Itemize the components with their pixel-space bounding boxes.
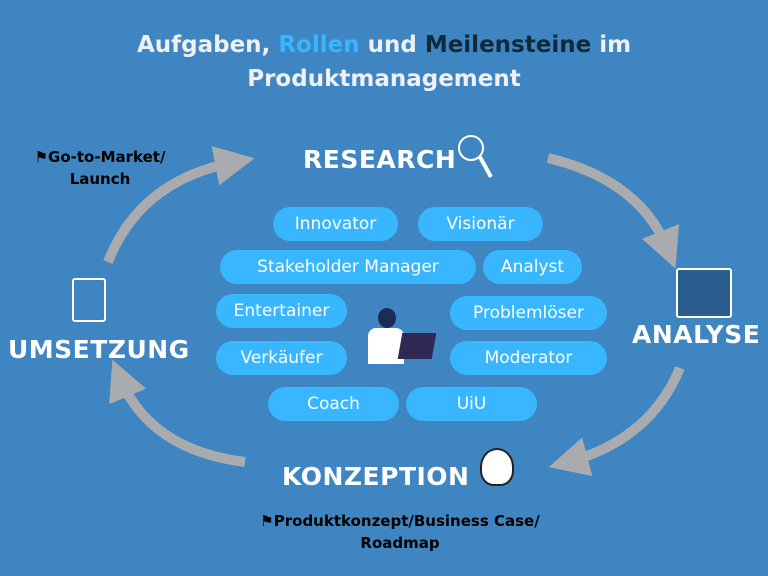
role-visionaer: Visionär: [418, 207, 543, 241]
role-innovator: Innovator: [273, 207, 398, 241]
stage-umsetzung: UMSETZUNG: [8, 335, 190, 364]
role-problemloeser: Problemlöser: [450, 296, 607, 330]
milestone-text: Launch: [69, 170, 131, 188]
lightbulb-brain-icon: [480, 448, 514, 486]
arrow-research-analyse: [546, 153, 680, 269]
page-title: Aufgaben, Rollen und Meilensteine im Pro…: [0, 28, 768, 96]
flag-icon: ⚑: [34, 148, 49, 166]
title-milestones: Meilensteine: [424, 32, 592, 58]
title-line2: Produktmanagement: [247, 66, 521, 92]
title-text: und: [359, 32, 425, 58]
document-gear-icon: [72, 278, 106, 322]
role-analyst: Analyst: [483, 250, 582, 284]
milestone-launch: ⚑Go-to-Market/Launch: [20, 146, 180, 190]
stage-konzeption: KONZEPTION: [282, 462, 470, 491]
arrow-umsetzung-research: [103, 146, 255, 264]
arrow-analyse-konzeption: [548, 366, 685, 477]
milestone-text: Produktkonzept/Business Case/: [273, 512, 540, 530]
role-coach: Coach: [268, 387, 399, 421]
role-entertainer: Entertainer: [216, 294, 347, 328]
title-text: Aufgaben,: [136, 32, 279, 58]
title-text: im: [591, 32, 632, 58]
arrow-konzeption-umsetzung: [109, 359, 246, 467]
person-laptop-illustration: [366, 308, 438, 366]
stage-research: RESEARCH: [303, 145, 457, 174]
milestone-text: Go-to-Market/: [48, 148, 166, 166]
milestone-text: Roadmap: [360, 534, 440, 552]
magnifier-icon: [455, 132, 495, 186]
role-stakeholder-manager: Stakeholder Manager: [220, 250, 476, 284]
analytics-dashboard-icon: [676, 268, 732, 318]
role-moderator: Moderator: [450, 341, 607, 375]
milestone-concept: ⚑Produktkonzept/Business Case/Roadmap: [220, 510, 580, 554]
title-roles: Rollen: [278, 32, 360, 58]
stage-analyse: ANALYSE: [632, 320, 761, 349]
role-verkaeufer: Verkäufer: [216, 341, 347, 375]
flag-icon: ⚑: [260, 512, 274, 530]
role-uiu: UiU: [406, 387, 537, 421]
